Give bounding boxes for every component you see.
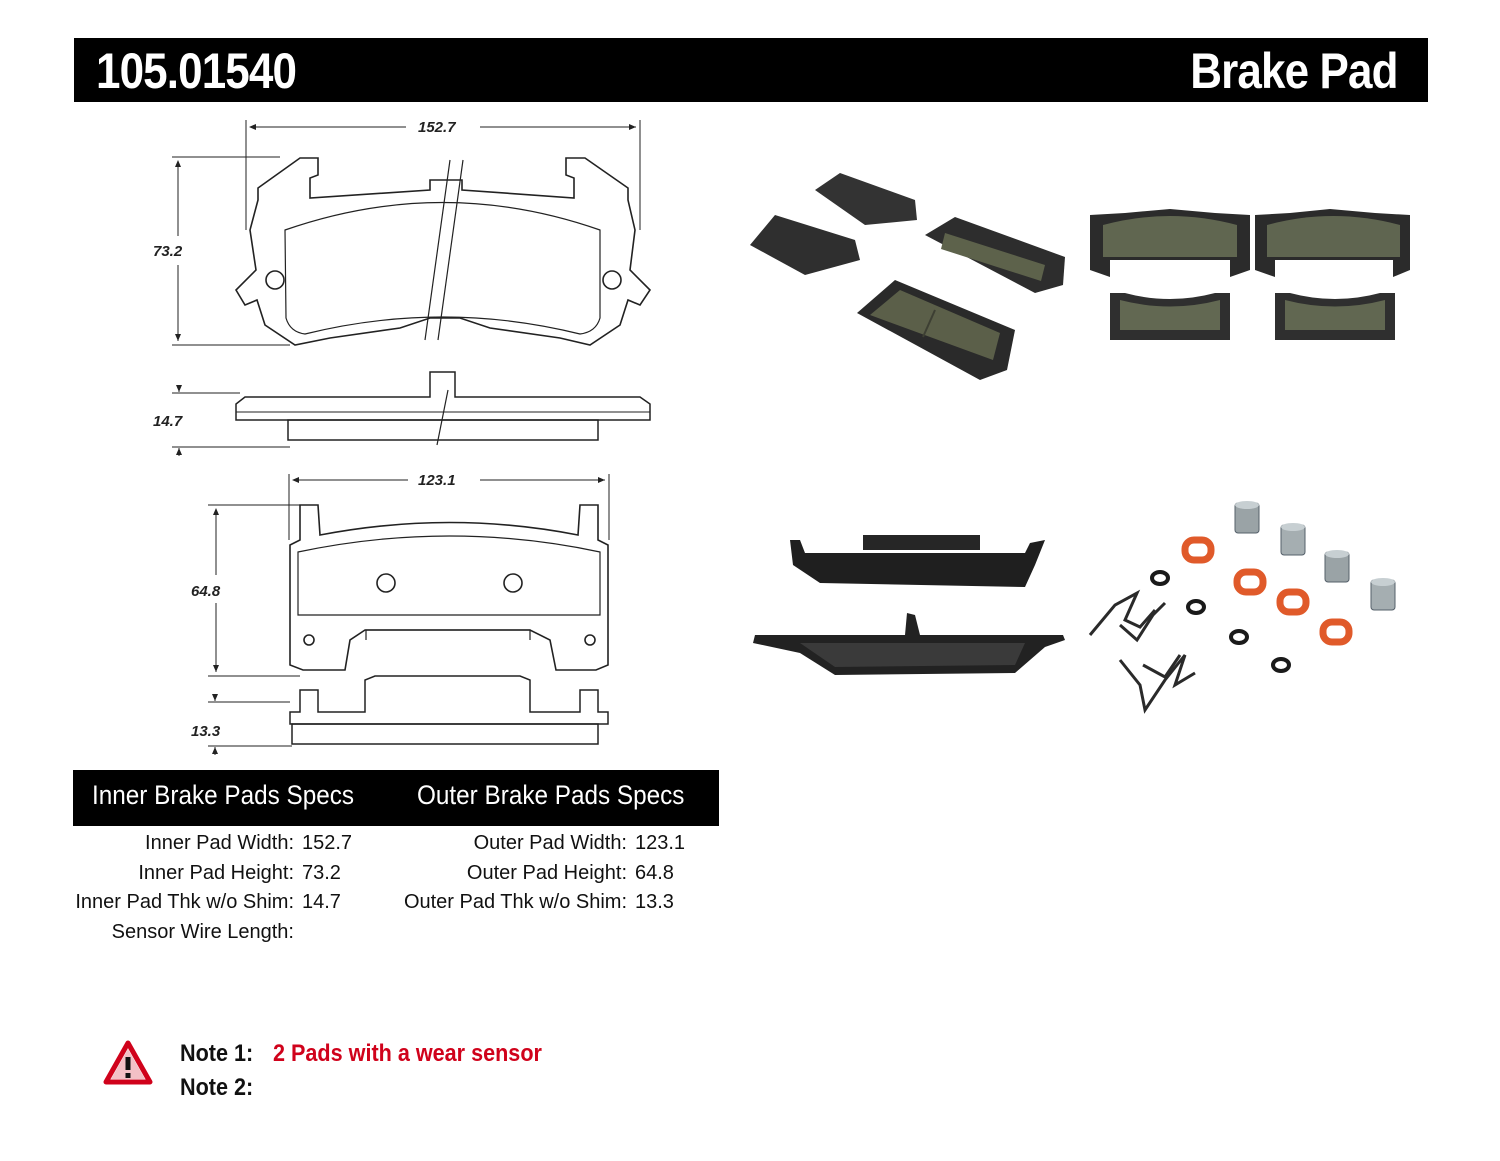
outer-spec-value: 64.8	[635, 862, 674, 884]
outer-spec-label: Outer Pad Width:	[473, 832, 627, 854]
warning-icon	[103, 1040, 153, 1085]
spring-clips	[1088, 589, 1196, 714]
outer-pad-drawing	[289, 504, 609, 671]
outer-width-label: 123.1	[418, 472, 456, 489]
note-2-label: Note 2:	[180, 1074, 254, 1101]
outer-specs-heading: Outer Brake Pads Specs	[417, 780, 685, 810]
black-orings	[1150, 570, 1291, 673]
outer-height-label: 64.8	[191, 583, 221, 600]
document-title: Brake Pad	[1190, 43, 1399, 99]
note-1-value: 2 Pads with a wear sensor	[273, 1040, 542, 1067]
inner-spec-label: Inner Pad Height:	[138, 862, 294, 884]
part-number: 105.01540	[96, 43, 297, 99]
outer-spec-value: 13.3	[635, 891, 674, 913]
inner-thickness-label: 14.7	[153, 413, 183, 430]
outer-spec-value: 123.1	[635, 832, 686, 854]
inner-spec-label: Inner Pad Thk w/o Shim:	[75, 891, 294, 913]
inner-specs-heading: Inner Brake Pads Specs	[92, 780, 355, 810]
outer-thickness-label: 13.3	[191, 723, 221, 740]
inner-width-dimension: 152.7	[245, 119, 641, 230]
outer-spec-label: Outer Pad Thk w/o Shim:	[403, 891, 627, 913]
header-bar: 105.01540 Brake Pad	[74, 38, 1428, 102]
inner-spec-label: Inner Pad Width:	[145, 832, 294, 854]
inner-height-dimension: 73.2	[153, 156, 290, 346]
inner-pad-drawing	[234, 157, 652, 346]
inner-spec-value: 73.2	[302, 862, 341, 884]
note-1-label: Note 1:	[180, 1040, 254, 1067]
inner-spec-value: 152.7	[302, 832, 353, 854]
inner-spec-label: Sensor Wire Length:	[111, 921, 294, 943]
pad-photo-side-group	[753, 535, 1065, 675]
inner-pad-side-view: 14.7	[153, 371, 651, 456]
inner-width-label: 152.7	[418, 119, 456, 136]
outer-spec-label: Outer Pad Height:	[466, 862, 627, 884]
product-photo-pads	[750, 173, 1410, 380]
outer-height-dimension: 64.8	[191, 504, 300, 677]
outer-pad-side-view: 13.3	[191, 675, 609, 755]
technical-drawing: 152.7 73.2 14.7 123.1	[153, 119, 652, 755]
metal-sleeves	[1234, 501, 1396, 611]
inner-height-label: 73.2	[153, 243, 183, 260]
specs-header-bar: Inner Brake Pads Specs Outer Brake Pads …	[73, 770, 719, 826]
orange-seals	[1181, 536, 1353, 646]
hardware-kit	[1088, 501, 1396, 714]
product-photo-hardware	[753, 501, 1396, 714]
inner-spec-value: 14.7	[302, 891, 341, 913]
pad-photo-front-group	[1090, 209, 1410, 340]
outer-width-dimension: 123.1	[288, 472, 610, 540]
pad-photo-angled-group	[750, 173, 1065, 380]
